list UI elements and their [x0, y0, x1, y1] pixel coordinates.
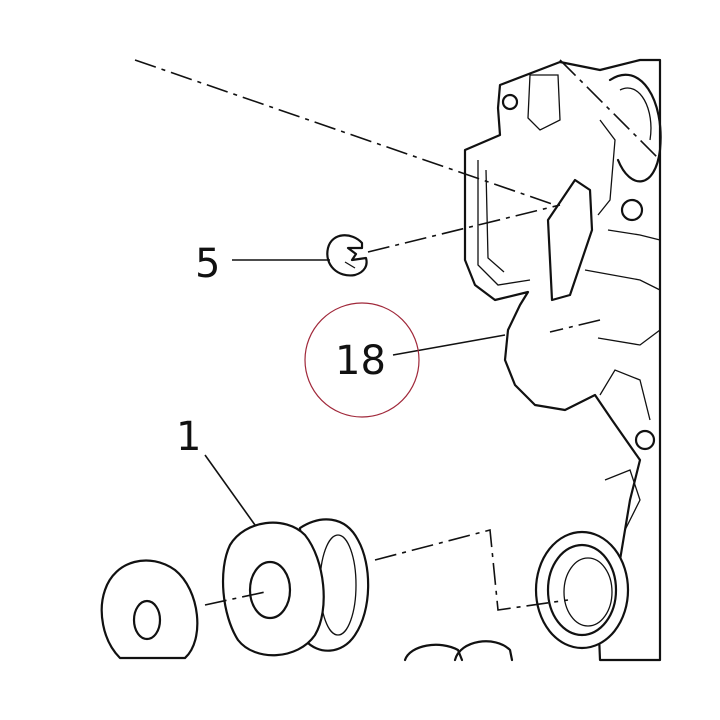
center-lines — [134, 59, 661, 611]
leader-18 — [392, 334, 506, 356]
callout-5-label: 5 — [195, 241, 220, 287]
housing-bushing — [534, 530, 630, 650]
callout-1-label: 1 — [176, 414, 201, 460]
callout-18-label: 18 — [335, 338, 386, 384]
leader-lines — [204, 259, 506, 526]
callout-18-highlight-circle — [304, 302, 420, 418]
part-1-flanged-spacer — [221, 518, 370, 657]
centerline-axle — [374, 528, 569, 611]
centerline-housing — [549, 319, 601, 333]
flat-washer — [100, 559, 199, 660]
centerline-clip — [367, 204, 561, 253]
bracket-housing — [463, 58, 662, 662]
leader-1 — [204, 454, 256, 526]
part-5-e-clip — [326, 234, 368, 277]
centerline-washer — [204, 591, 266, 606]
lower-partial-parts — [403, 640, 514, 662]
centerline-right-top — [559, 59, 661, 161]
centerline-top — [134, 59, 556, 206]
